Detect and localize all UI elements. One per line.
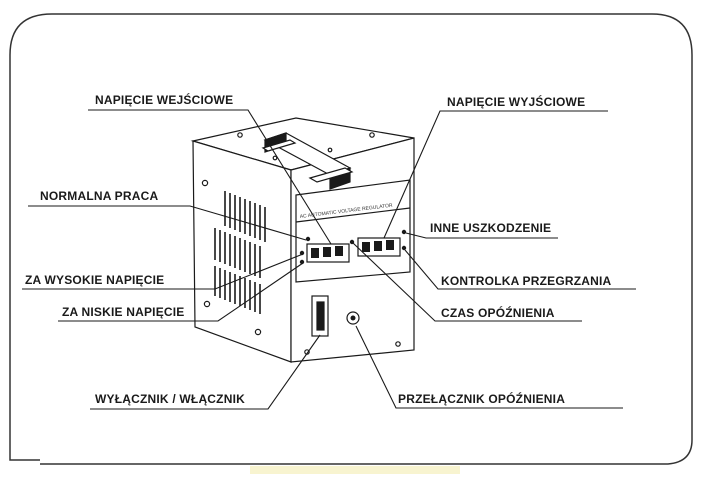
screw — [272, 155, 278, 161]
callout-lines — [22, 109, 636, 410]
label-czas-opoznienia: CZAS OPÓŹNIENIA — [441, 305, 555, 320]
screw — [203, 300, 211, 308]
side-vents — [214, 191, 266, 314]
label-kontrolka-przegrzania: KONTROLKA PRZEGRZANIA — [441, 274, 612, 288]
label-napiecie-wejsciowe: NAPIĘCIE WEJŚCIOWE — [95, 92, 233, 107]
power-switch-rocker — [316, 301, 325, 331]
device-side-face — [192, 140, 292, 363]
screw — [327, 147, 333, 153]
screw — [201, 179, 209, 187]
screw — [369, 132, 375, 138]
outer-frame — [9, 13, 693, 465]
label-normalna-praca: NORMALNA PRACA — [40, 189, 158, 203]
screw — [395, 341, 401, 347]
display-segments — [311, 240, 394, 258]
label-przelacznik-opoznienia: PRZEŁĄCZNIK OPÓŹNIENIA — [398, 391, 565, 406]
front-display-panel — [295, 179, 411, 283]
led-other-fault — [401, 229, 407, 235]
carry-handle — [261, 132, 354, 190]
led-delay — [349, 239, 355, 245]
label-za-niskie-napiecie: ZA NISKIE NAPIĘCIE — [62, 305, 185, 319]
screw — [254, 328, 262, 336]
label-za-wysokie-napiecie: ZA WYSOKIE NAPIĘCIE — [25, 273, 164, 287]
label-wylacznik: WYŁĄCZNIK / WŁĄCZNIK — [95, 392, 245, 406]
voltage-regulator-device — [190, 117, 415, 363]
footer-accent — [250, 466, 460, 474]
led-overheat — [401, 245, 407, 251]
label-inne-uszkodzenie: INNE USZKODZENIE — [430, 221, 551, 235]
screw — [237, 132, 243, 138]
label-napiecie-wyjsciowe: NAPIĘCIE WYJŚCIOWE — [447, 94, 585, 109]
led-normal — [305, 236, 311, 242]
